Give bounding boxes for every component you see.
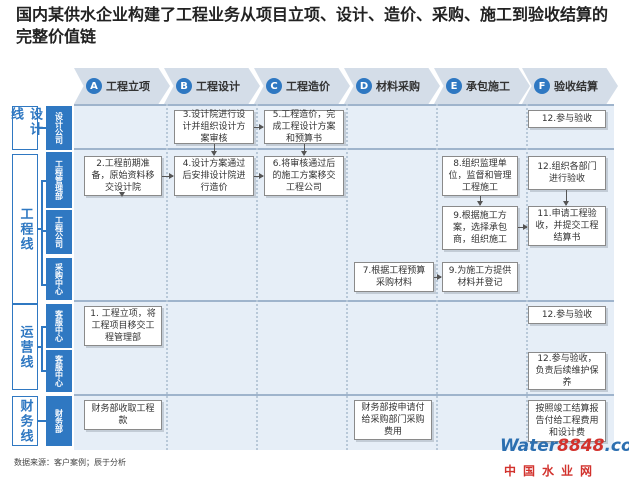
lane-connector: [41, 180, 43, 286]
finance-f-box: 按照竣工结算报告付给工程费用和设计费: [528, 400, 606, 442]
finance-a-box: 财务部收取工程款: [84, 400, 162, 430]
step-3-box: 3.设计院进行设计并组织设计方案审核: [174, 110, 254, 144]
lane-design: 设计线: [8, 106, 42, 150]
lane-connector: [38, 228, 42, 230]
step-12-design-box: 12.参与验收: [528, 110, 606, 128]
phase-b: B 工程设计: [164, 68, 260, 104]
flow-arrow-vertical: [211, 144, 217, 156]
phase-a-label: 工程立项: [106, 80, 150, 93]
phase-c-badge: C: [266, 78, 282, 94]
phase-f-badge: F: [534, 78, 550, 94]
phase-e: E 承包施工: [434, 68, 530, 104]
sublane-customer-service: 客服中心: [46, 304, 72, 348]
step-7-box: 7.根据工程预算采购材料: [354, 262, 434, 292]
lane-divider: [74, 148, 614, 150]
watermark-logo: Water8848.com: [500, 436, 629, 456]
lane-connector: [41, 230, 46, 232]
watermark-brand-b: 8848: [557, 436, 605, 456]
lane-finance: 财务线: [12, 396, 38, 446]
step-6-box: 6.将审核通过后的施工方案移交工程公司: [264, 156, 344, 196]
lane-divider: [74, 300, 614, 302]
lane-connector: [41, 326, 46, 328]
flow-arrow: [254, 173, 264, 179]
phase-c: C 工程造价: [254, 68, 350, 104]
lane-connector: [41, 370, 46, 372]
step-9b-box: 9.为施工方提供材料并登记: [442, 262, 518, 292]
sublane-procurement: 采购中心: [46, 258, 72, 300]
flow-arrow: [434, 274, 442, 280]
lane-connector: [41, 180, 46, 182]
flow-arrow: [518, 224, 528, 230]
sublane-eng-co: 工程公司: [46, 210, 72, 254]
step-5-box: 5.工程造价，完成工程设计方案和预算书: [264, 110, 344, 144]
sublane-service-center: 客服中心: [46, 350, 72, 392]
phase-c-label: 工程造价: [286, 80, 330, 93]
phase-d-badge: D: [356, 78, 372, 94]
column-divider: [256, 104, 258, 450]
phase-d-label: 材料采购: [376, 80, 420, 93]
step-2-box: 2.工程前期准备，原始资料移交设计院: [84, 156, 162, 196]
flow-arrow-vertical: [301, 144, 307, 156]
sublane-eng-mgmt: 工程管理部: [46, 152, 72, 208]
flow-arrow-vertical: [563, 190, 569, 206]
flow-arrow-vertical: [477, 196, 483, 206]
phase-b-badge: B: [176, 78, 192, 94]
lane-operations: 运营线: [12, 304, 38, 390]
step-1-box: 1. 工程立项，将工程项目移交工程管理部: [84, 306, 162, 346]
phase-f-label: 验收结算: [554, 80, 598, 93]
lane-connector: [38, 420, 46, 422]
step-9a-box: 9.根据施工方案，选择承包商，组织施工: [442, 206, 518, 250]
page-title: 国内某供水企业构建了工程业务从项目立项、设计、造价、采购、施工到验收结算的完整价…: [16, 5, 609, 46]
column-divider: [166, 104, 168, 450]
phase-d: D 材料采购: [344, 68, 440, 104]
phase-a-badge: A: [86, 78, 102, 94]
column-divider: [346, 104, 348, 450]
flow-arrow: [254, 124, 264, 130]
step-4-box: 4.设计方案通过后安排设计院进行造价: [174, 156, 254, 196]
column-divider: [526, 104, 528, 450]
phase-f: F 验收结算: [522, 68, 618, 104]
step-12-mgmt-box: 12.组织各部门进行验收: [528, 156, 606, 190]
lane-divider: [74, 394, 614, 396]
step-12-cs-box: 12.参与验收: [528, 306, 606, 324]
lane-connector: [41, 284, 46, 286]
lane-connector: [38, 127, 46, 129]
sublane-finance-dept: 财务部: [46, 396, 72, 446]
phase-a: A 工程立项: [74, 68, 170, 104]
lane-connector: [41, 326, 43, 372]
step-8-box: 8.组织监理单位，监督和管理工程施工: [442, 156, 518, 196]
watermark-cn: 中国水业网: [504, 464, 600, 478]
lane-engineering: 工程线: [12, 154, 38, 304]
step-12-service-box: 12.参与验收，负责后续维护保养: [528, 352, 606, 390]
watermark-brand-c: .com: [604, 436, 629, 456]
flow-arrow: [162, 173, 174, 179]
finance-d-box: 财务部按申请付给采购部门采购费用: [354, 400, 432, 440]
lane-divider: [74, 104, 614, 106]
lane-connector: [38, 346, 42, 348]
phase-e-badge: E: [446, 78, 462, 94]
sublane-design-co: 设计公司: [46, 106, 72, 150]
phase-b-label: 工程设计: [196, 80, 240, 93]
watermark-brand-a: Water: [500, 436, 558, 456]
step-11-box: 11.申请工程验收，并提交工程结算书: [528, 206, 606, 246]
swimlane-board: [74, 104, 614, 450]
phase-e-label: 承包施工: [466, 80, 510, 93]
source-note: 数据来源：客户案例；辰于分析: [14, 458, 126, 467]
